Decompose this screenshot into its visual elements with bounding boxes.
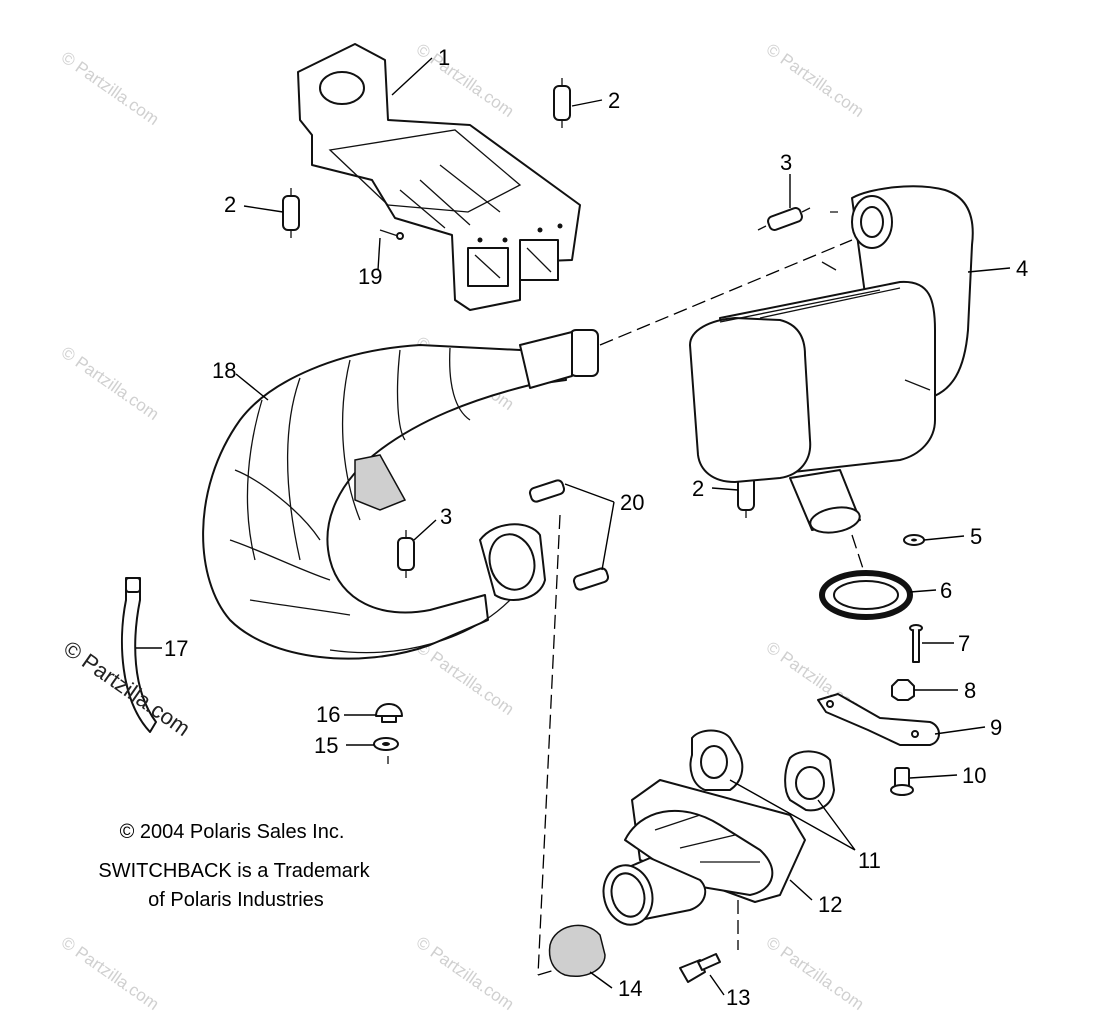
assembly-line-pipe-to-manifold xyxy=(537,514,561,976)
callout-18: 18 xyxy=(212,358,236,383)
part-12-exhaust-manifold xyxy=(602,779,806,926)
callout-6: 6 xyxy=(940,578,952,603)
callout-2: 2 xyxy=(692,476,704,501)
watermark-text: © Partzilla.com xyxy=(413,40,518,121)
callout-15: 15 xyxy=(314,733,338,758)
callout-14: 14 xyxy=(618,976,642,1001)
part-2-spring-left xyxy=(282,188,300,238)
watermark-text: © Partzilla.com xyxy=(413,933,518,1014)
watermark-text: © Partzilla.com xyxy=(58,933,163,1014)
watermark-text: © Partzilla.com xyxy=(763,933,868,1014)
callout-8: 8 xyxy=(964,678,976,703)
part-9-strap-bracket xyxy=(817,693,940,746)
callout-9: 9 xyxy=(990,715,1002,740)
watermark-text: © Partzilla.com xyxy=(413,638,518,719)
callout-12: 12 xyxy=(818,892,842,917)
part-5-washer xyxy=(903,534,925,546)
part-1-mounting-bracket xyxy=(297,43,581,311)
part-8-nut xyxy=(891,679,915,701)
part-11-gasket-right xyxy=(784,750,835,812)
part-2-spring-top xyxy=(553,78,571,128)
callout-7: 7 xyxy=(958,631,970,656)
part-4-silencer xyxy=(689,185,974,534)
part-14-seal xyxy=(548,924,606,977)
watermark-text: © Partzilla.com xyxy=(58,343,163,424)
copyright-line: © 2004 Polaris Sales Inc. xyxy=(120,821,345,843)
trademark-owner-line: of Polaris Industries xyxy=(148,889,324,911)
callout-17: 17 xyxy=(164,636,188,661)
part-3-spring-upper xyxy=(757,207,811,231)
callout-2: 2 xyxy=(224,192,236,217)
callout-20: 20 xyxy=(620,490,644,515)
part-13-bolt xyxy=(679,953,721,983)
leader-lines xyxy=(136,57,1011,996)
part-18-expansion-chamber xyxy=(202,329,599,660)
callout-2: 2 xyxy=(608,88,620,113)
callout-16: 16 xyxy=(316,702,340,727)
part-15-washer xyxy=(373,737,399,764)
callout-19: 19 xyxy=(358,264,382,289)
part-6-gasket xyxy=(819,570,913,620)
part-20-spring-lower xyxy=(572,567,610,591)
part-3-spring-lower xyxy=(397,530,415,578)
callout-3: 3 xyxy=(440,504,452,529)
callout-5: 5 xyxy=(970,524,982,549)
callout-11: 11 xyxy=(858,848,881,873)
callout-4: 4 xyxy=(1016,256,1028,281)
copyright-notice: © 2004 Polaris Sales Inc. SWITCHBACK is … xyxy=(98,821,370,911)
callout-numbers: 1 2 2 2 3 3 4 5 6 7 8 9 10 11 12 13 14 1… xyxy=(164,45,1028,1010)
part-20-spring-upper xyxy=(528,479,566,503)
trademark-line: SWITCHBACK is a Trademark xyxy=(98,860,370,882)
part-16-grommet xyxy=(375,703,403,723)
watermark-text: © Partzilla.com xyxy=(763,40,868,121)
assembly-line-pipe-to-silencer xyxy=(599,239,853,346)
watermark-text: © Partzilla.com xyxy=(58,48,163,129)
callout-3: 3 xyxy=(780,150,792,175)
callout-13: 13 xyxy=(726,985,750,1010)
part-7-pin xyxy=(909,624,923,663)
part-11-gasket-left xyxy=(689,729,744,791)
part-19-clip xyxy=(379,229,404,240)
callout-1: 1 xyxy=(438,45,450,70)
callout-10: 10 xyxy=(962,763,986,788)
part-17-strap xyxy=(120,577,157,733)
part-10-bolt xyxy=(890,767,914,796)
